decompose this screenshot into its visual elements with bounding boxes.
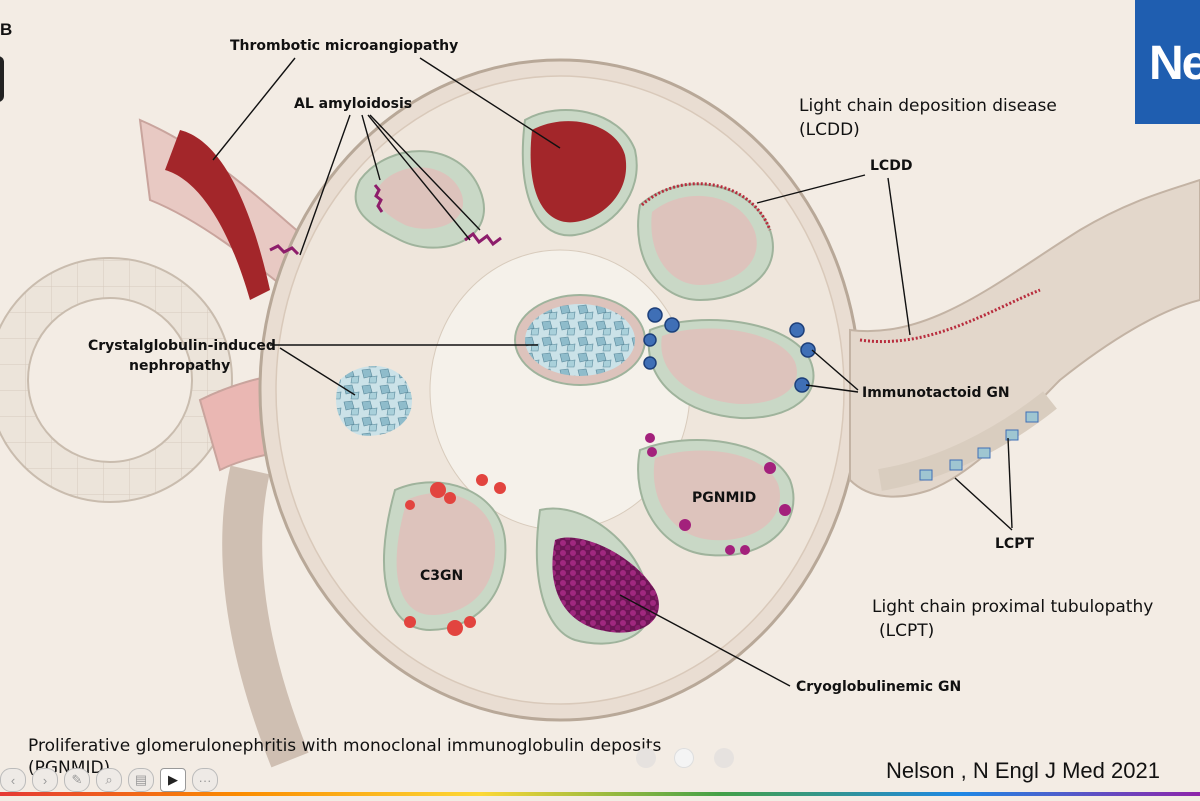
label-cryoglobulinemic: Cryoglobulinemic GN [796, 679, 962, 695]
camera-icon[interactable]: ▶ [160, 768, 186, 792]
journal-logo-text: Ne [1149, 37, 1200, 90]
note-lcdd-line1: Light chain deposition disease [799, 96, 1057, 116]
capillary-thrombus [530, 121, 627, 223]
note-pgnmid-line1: Proliferative glomerulonephritis with mo… [28, 736, 662, 756]
amyloid-deposit-loop [464, 231, 502, 247]
immunotactoid-deposits [643, 307, 816, 393]
label-lcpt: LCPT [995, 536, 1035, 552]
label-crystal-line1: Crystalglobulin-induced [88, 338, 276, 354]
crystal-deposit-arteriole [336, 366, 412, 436]
tubule-lcdd-deposit [859, 288, 1041, 343]
prev-icon[interactable]: ‹ [0, 768, 26, 792]
next-icon[interactable]: › [32, 768, 58, 792]
label-lcdd: LCDD [870, 158, 913, 174]
label-c3gn: C3GN [420, 568, 464, 584]
distal-tubule-ring [0, 257, 233, 503]
amyloid-deposit-arteriole [269, 244, 300, 256]
note-lcpt-line1: Light chain proximal tubulopathy [872, 597, 1154, 617]
more-icon[interactable]: ··· [192, 768, 218, 792]
presentation-toolbar: ‹ › ✎ ⌕ ▤ ▶ ··· [0, 766, 218, 794]
vessel-stem [222, 465, 309, 768]
label-crystal-line2: nephropathy [129, 358, 231, 374]
journal-logo: Ne [1135, 0, 1200, 124]
slide-nav-dot-2[interactable] [674, 748, 694, 768]
leader-lines [212, 57, 1013, 687]
label-immunotactoid: Immunotactoid GN [862, 385, 1010, 401]
note-lcdd-line2: (LCDD) [799, 120, 860, 140]
pgnmid-deposits [645, 433, 791, 555]
slide-nav-dot-3[interactable] [714, 748, 734, 768]
slide-nav-dot-1[interactable] [636, 748, 656, 768]
lcpt-crystals [919, 411, 1039, 481]
panel-letter: B [0, 20, 13, 39]
label-al-amyloidosis: AL amyloidosis [294, 96, 413, 112]
label-pgnmid: PGNMID [692, 490, 757, 506]
accent-bar [0, 792, 1200, 796]
note-lcpt-line2: (LCPT) [879, 621, 935, 641]
slides-icon[interactable]: ▤ [128, 768, 154, 792]
citation: Nelson , N Engl J Med 2021 [886, 758, 1160, 783]
amyloid-deposit-mesangial [373, 184, 384, 213]
zoom-icon[interactable]: ⌕ [96, 768, 122, 792]
cryoglobulin-thrombus [552, 537, 659, 633]
label-thrombotic: Thrombotic microangiopathy [230, 38, 459, 54]
crystal-deposit-glomerular [525, 304, 635, 376]
window-edge [0, 56, 4, 102]
proximal-tubule [849, 178, 1200, 498]
arteriole-thrombus [165, 130, 270, 300]
lcdd-linear-deposit [640, 182, 772, 231]
capillary-loops [354, 109, 815, 645]
c3gn-deposits [404, 474, 506, 636]
pen-icon[interactable]: ✎ [64, 768, 90, 792]
